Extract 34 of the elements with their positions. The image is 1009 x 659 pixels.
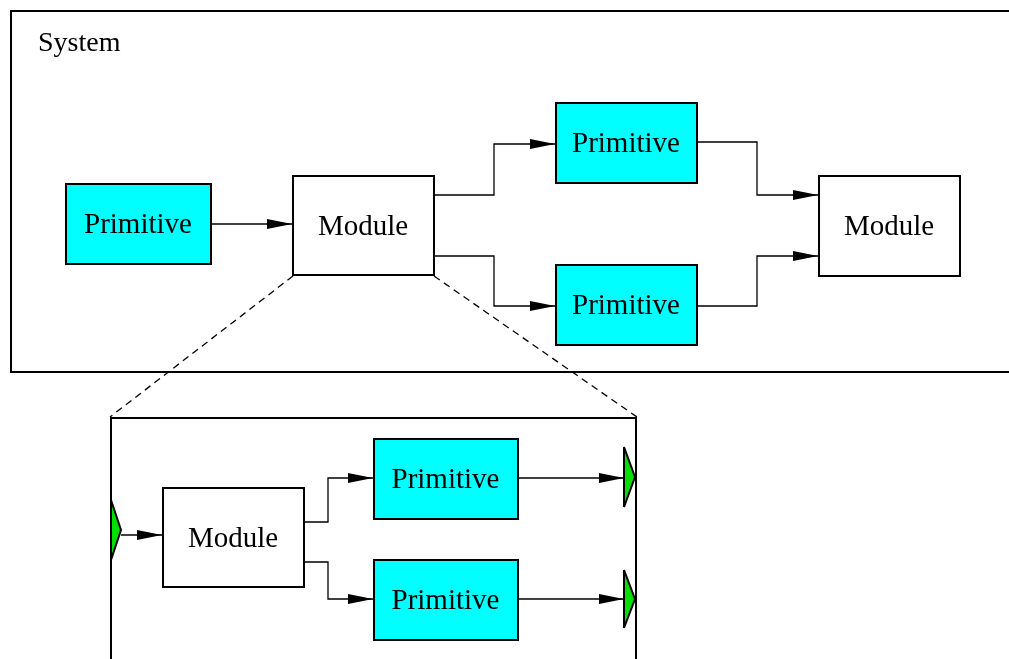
module-box [291, 174, 435, 276]
port-triangle [623, 569, 635, 628]
primitive-box [64, 182, 212, 265]
primitive-box [372, 437, 519, 520]
arrow [697, 251, 819, 307]
box-label: Module [843, 209, 935, 242]
detail-frame [110, 417, 637, 659]
arrow [304, 473, 374, 523]
box-label: Primitive [572, 126, 680, 159]
box-label: Module [187, 520, 279, 554]
arrow [211, 219, 293, 229]
port-triangle [110, 499, 121, 560]
box-label: Primitive [572, 288, 680, 321]
box-label: Primitive [391, 462, 500, 495]
arrow [304, 561, 374, 604]
primitive-box [554, 263, 698, 346]
arrow [518, 473, 625, 483]
arrow [434, 139, 556, 196]
arrow [120, 530, 163, 540]
zoom-line [433, 275, 638, 418]
arrow [697, 141, 819, 200]
module-box [817, 174, 961, 277]
arrow [518, 594, 625, 604]
module-box [161, 486, 305, 588]
primitive-box [554, 101, 698, 184]
system-frame [10, 10, 1009, 373]
port-triangle [623, 446, 635, 507]
box-label: Primitive [84, 207, 192, 240]
zoom-line [109, 275, 294, 418]
primitive-box [372, 558, 519, 641]
arrow [434, 255, 556, 311]
box-label: Primitive [391, 583, 500, 616]
box-label: Module [317, 208, 409, 242]
frame-title: System [38, 26, 121, 58]
